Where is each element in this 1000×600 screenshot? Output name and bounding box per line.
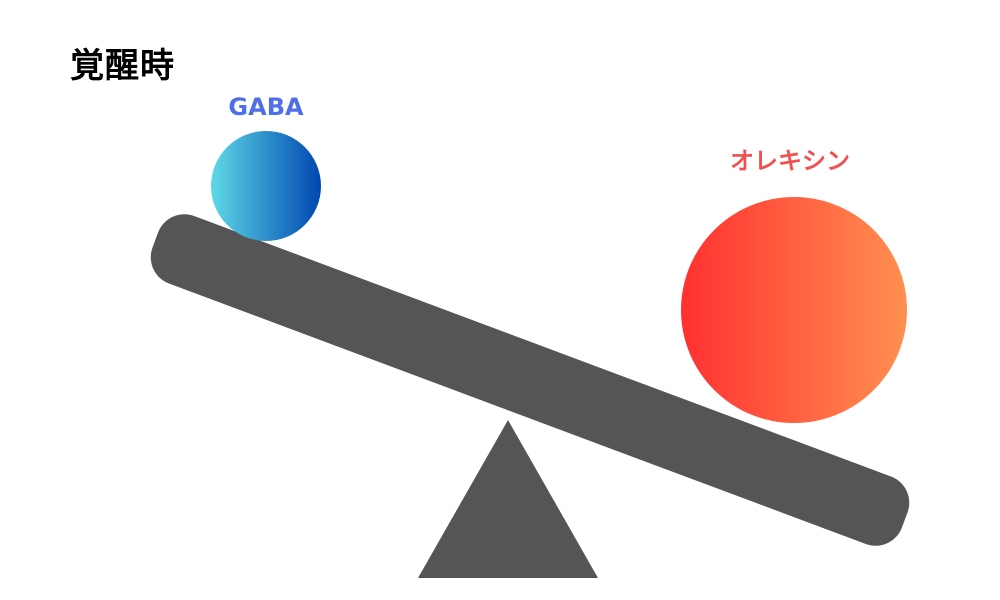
seesaw-plank <box>150 214 910 546</box>
gaba-label: GABA <box>228 93 304 121</box>
fulcrum-triangle <box>418 420 598 578</box>
gaba-ball <box>211 131 321 241</box>
diagram-title: 覚醒時 <box>70 46 175 86</box>
orexin-ball <box>681 197 907 423</box>
orexin-label: オレキシン <box>730 147 850 175</box>
